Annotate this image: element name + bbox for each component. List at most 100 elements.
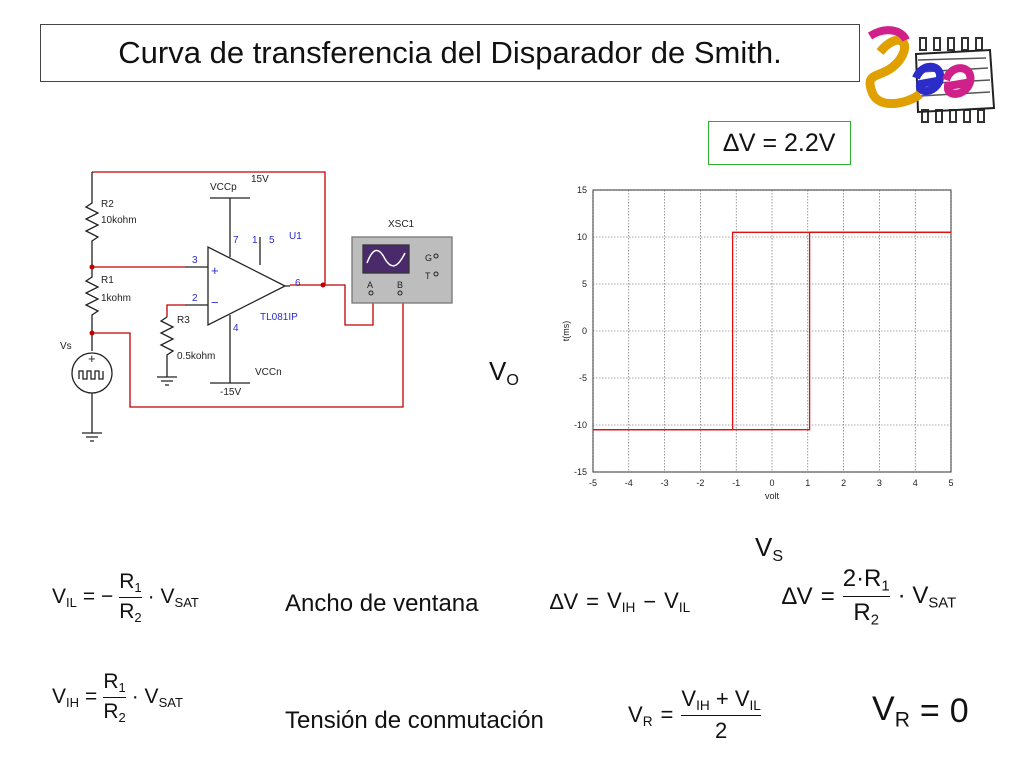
x-tick-label: 1 — [805, 478, 810, 488]
scope-wave-icon — [366, 249, 406, 267]
ground-icon — [82, 432, 102, 442]
logo-letter-e2 — [942, 64, 975, 98]
x-tick-label: 4 — [913, 478, 918, 488]
r3-name: R3 — [177, 315, 190, 326]
y-tick-label: 0 — [582, 326, 587, 336]
logo-pin — [949, 109, 957, 123]
dv-formula-fraction: 2·R1 R2 — [842, 565, 890, 629]
vih-fraction: R1 R2 — [103, 670, 126, 725]
r2-resistor — [84, 172, 100, 267]
r3-resistor — [159, 316, 175, 377]
opamp-model: TL081IP — [260, 312, 298, 323]
y-tick-label: 5 — [582, 279, 587, 289]
pin-5-label: 5 — [269, 235, 275, 246]
vr-zero-lhs: VR — [872, 690, 910, 732]
x-tick-label: -3 — [661, 478, 669, 488]
minus-input-wire — [166, 304, 185, 317]
opamp-minus-sign: − — [211, 295, 219, 310]
scope-b-label: B — [397, 280, 403, 290]
y-axis-label: t(ms) — [561, 321, 571, 342]
junction-dot — [89, 330, 95, 336]
logo-pin — [933, 37, 941, 51]
x-tick-label: 0 — [769, 478, 774, 488]
pin-1-label: 1 — [252, 235, 258, 246]
dv-formula-sign: = — [820, 582, 835, 610]
logo-pin — [921, 109, 929, 123]
logo-pin — [947, 37, 955, 51]
dv-def-b: VIL — [664, 588, 691, 616]
square-wave-icon — [78, 370, 104, 380]
scope-terminal-g — [433, 253, 439, 259]
vs-label: Vs — [60, 341, 72, 352]
x-axis-label: volt — [765, 491, 780, 501]
vih-formula: VIH = R1 R2 · VSAT — [52, 670, 183, 725]
feedback-wire — [92, 171, 326, 285]
vil-formula: VIL = − R1 R2 · VSAT — [52, 570, 199, 625]
scope-a-label: A — [367, 280, 373, 290]
x-tick-label: 3 — [877, 478, 882, 488]
vr-def-fraction: VIH + VIL 2 — [681, 686, 761, 744]
logo-letter-d — [865, 35, 923, 109]
university-logo — [865, 26, 996, 123]
vil-rhs: · VSAT — [147, 584, 199, 610]
output-wire — [290, 284, 374, 326]
y-tick-label: -10 — [574, 420, 587, 430]
ground-icon — [157, 376, 177, 386]
input-wire — [92, 303, 404, 408]
scope-terminal-a — [368, 290, 374, 296]
tension-conmutacion-label: Tensión de conmutación — [285, 707, 544, 734]
vccp-label: VCCp — [210, 182, 237, 193]
logo-letter-e1 — [912, 62, 945, 96]
y-tick-label: -5 — [579, 373, 587, 383]
vo-label: VO — [489, 356, 519, 389]
logo-pin — [963, 109, 971, 123]
vr-zero-rhs: 0 — [949, 691, 969, 730]
dv-formula-lhs: ∆V — [782, 582, 813, 610]
vs-axis-name-sub: S — [772, 546, 784, 565]
x-tick-label: -2 — [696, 478, 704, 488]
logo-pin — [977, 109, 985, 123]
r2-value: 10kohm — [101, 215, 137, 226]
smith-trigger-circuit: R2 10kohm R1 1kohm R3 0.5kohm Vs + VCCp … — [60, 171, 453, 442]
opamp-triangle — [207, 245, 287, 327]
vo-label-sub: O — [506, 370, 519, 389]
vr-def-lhs: VR — [628, 701, 653, 729]
r1-value: 1kohm — [101, 293, 131, 304]
pin-3-label: 3 — [192, 255, 198, 266]
scope-name: XSC1 — [388, 219, 415, 230]
junction-dot — [89, 264, 95, 270]
delta-v-result-text: ∆V = 2.2V — [723, 128, 836, 157]
y-tick-label: 10 — [577, 232, 587, 242]
pin-2-label: 2 — [192, 293, 198, 304]
vil-fraction: R1 R2 — [119, 570, 142, 625]
vih-sign: = — [85, 685, 98, 709]
r1-resistor — [84, 267, 100, 333]
y-tick-label: -15 — [574, 467, 587, 477]
vr-zero-sign: = — [919, 691, 940, 730]
vr-def-sign: = — [660, 702, 674, 728]
delta-v-formula: ∆V = 2·R1 R2 · VSAT — [782, 565, 956, 629]
ancho-ventana-label: Ancho de ventana — [285, 590, 479, 617]
y-tick-label: 15 — [577, 185, 587, 195]
logo-pin — [975, 37, 983, 51]
dv-def-op: − — [643, 588, 657, 614]
dv-def-a: VIH — [607, 588, 636, 616]
scope-t-label: T — [425, 271, 431, 281]
r2-name: R2 — [101, 199, 114, 210]
vccn-label: VCCn — [255, 367, 282, 378]
u1-label: U1 — [289, 231, 302, 242]
x-tick-label: -5 — [589, 478, 597, 488]
vr-definition: VR = VIH + VIL 2 — [628, 686, 761, 744]
vih-lhs: VIH — [52, 684, 80, 710]
pin-6-label: 6 — [295, 278, 301, 289]
junction-dot — [320, 282, 326, 288]
vr-zero: VR = 0 — [872, 690, 969, 732]
x-tick-label: 5 — [948, 478, 953, 488]
vccp-value: 15V — [251, 174, 269, 185]
vil-lhs: VIL — [52, 584, 77, 610]
dv-def-lhs: ∆V — [550, 588, 579, 614]
vs-plus-sign: + — [88, 351, 96, 366]
delta-v-result-box: ∆V = 2.2V — [708, 121, 851, 165]
r3-value: 0.5kohm — [177, 351, 215, 362]
